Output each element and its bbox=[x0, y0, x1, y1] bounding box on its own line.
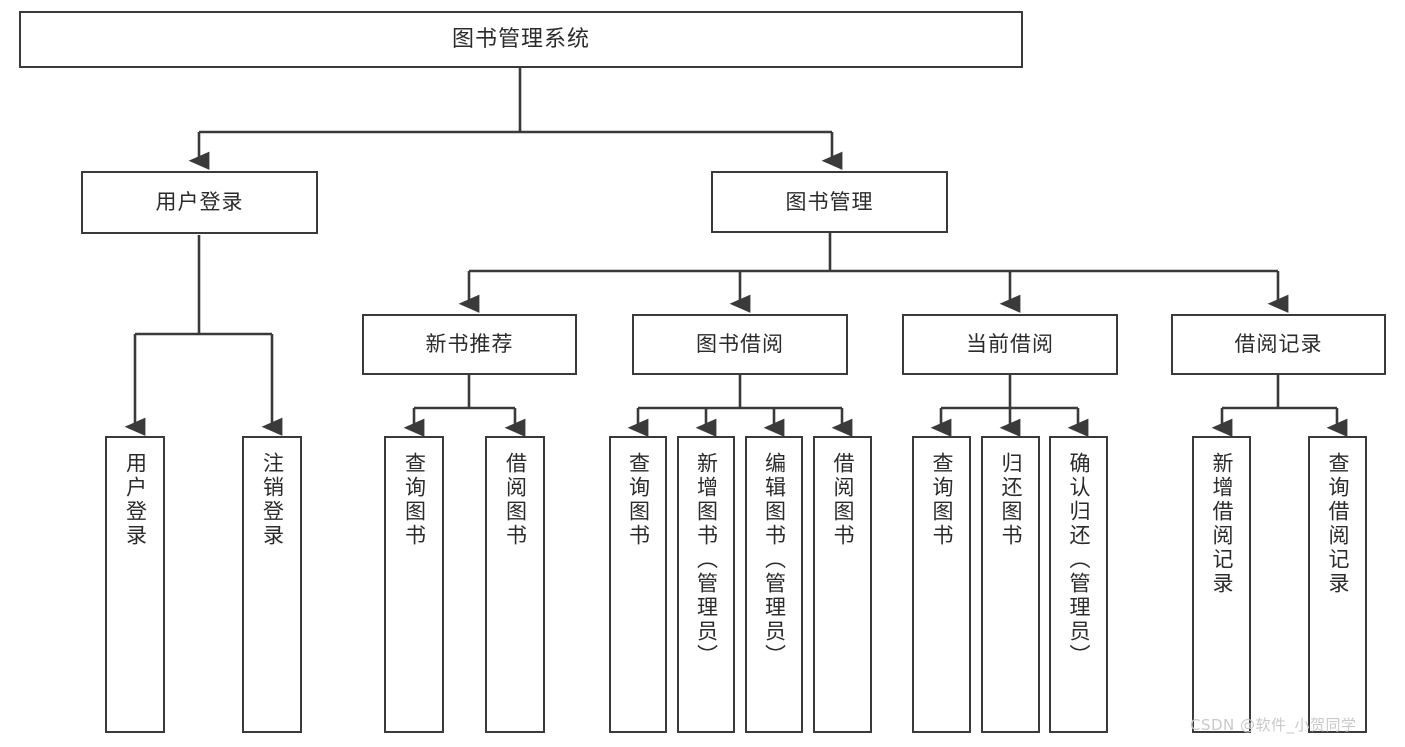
node-leaf-borrow-book-2-label: 借阅图书 bbox=[831, 452, 855, 548]
node-leaf-user-logout-label: 注销登录 bbox=[260, 452, 285, 548]
node-leaf-query-book-2[interactable]: 查询图书 bbox=[609, 436, 667, 733]
node-book-borrow[interactable]: 图书借阅 bbox=[632, 314, 848, 375]
node-leaf-add-book[interactable]: 新增图书（管理员） bbox=[677, 436, 735, 733]
csdn-watermark: CSDN @软件_小贺同学 bbox=[1190, 716, 1357, 734]
node-leaf-user-login[interactable]: 用户登录 bbox=[105, 436, 165, 733]
node-leaf-query-book-3[interactable]: 查询图书 bbox=[912, 436, 971, 733]
node-leaf-query-book-2-label: 查询图书 bbox=[626, 452, 651, 548]
node-user-login-label: 用户登录 bbox=[155, 190, 244, 215]
node-leaf-return-book-label: 归还图书 bbox=[999, 452, 1023, 548]
node-leaf-query-record[interactable]: 查询借阅记录 bbox=[1308, 436, 1367, 733]
node-leaf-query-book-3-label: 查询图书 bbox=[930, 452, 954, 548]
node-leaf-borrow-book-2[interactable]: 借阅图书 bbox=[813, 436, 872, 733]
node-book-manage-label: 图书管理 bbox=[785, 189, 874, 214]
node-leaf-edit-book[interactable]: 编辑图书（管理员） bbox=[745, 436, 803, 733]
node-leaf-confirm-return-label: 确认归还（管理员） bbox=[1067, 452, 1091, 668]
node-leaf-query-book-1[interactable]: 查询图书 bbox=[384, 436, 444, 733]
node-user-login[interactable]: 用户登录 bbox=[81, 171, 318, 234]
node-book-manage[interactable]: 图书管理 bbox=[711, 171, 948, 233]
node-leaf-add-record-label: 新增借阅记录 bbox=[1210, 452, 1234, 596]
node-new-book-recommend[interactable]: 新书推荐 bbox=[362, 314, 577, 375]
node-leaf-add-book-label: 新增图书（管理员） bbox=[694, 452, 719, 668]
node-leaf-borrow-book-1-label: 借阅图书 bbox=[503, 452, 528, 548]
node-leaf-query-book-1-label: 查询图书 bbox=[402, 452, 427, 548]
node-leaf-confirm-return[interactable]: 确认归还（管理员） bbox=[1049, 436, 1108, 733]
node-leaf-user-logout[interactable]: 注销登录 bbox=[242, 436, 302, 733]
node-leaf-edit-book-label: 编辑图书（管理员） bbox=[762, 452, 787, 668]
node-leaf-user-login-label: 用户登录 bbox=[123, 452, 148, 548]
node-leaf-return-book[interactable]: 归还图书 bbox=[981, 436, 1040, 733]
node-leaf-add-record[interactable]: 新增借阅记录 bbox=[1192, 436, 1251, 733]
node-current-borrow-label: 当前借阅 bbox=[966, 332, 1054, 357]
node-leaf-borrow-book-1[interactable]: 借阅图书 bbox=[485, 436, 545, 733]
node-new-book-recommend-label: 新书推荐 bbox=[425, 332, 514, 357]
node-borrow-record[interactable]: 借阅记录 bbox=[1171, 314, 1386, 375]
node-borrow-record-label: 借阅记录 bbox=[1234, 332, 1323, 357]
node-current-borrow[interactable]: 当前借阅 bbox=[902, 314, 1118, 375]
node-root-label: 图书管理系统 bbox=[451, 26, 590, 52]
node-book-borrow-label: 图书借阅 bbox=[696, 332, 784, 357]
node-leaf-query-record-label: 查询借阅记录 bbox=[1326, 452, 1350, 596]
node-root[interactable]: 图书管理系统 bbox=[19, 11, 1023, 68]
